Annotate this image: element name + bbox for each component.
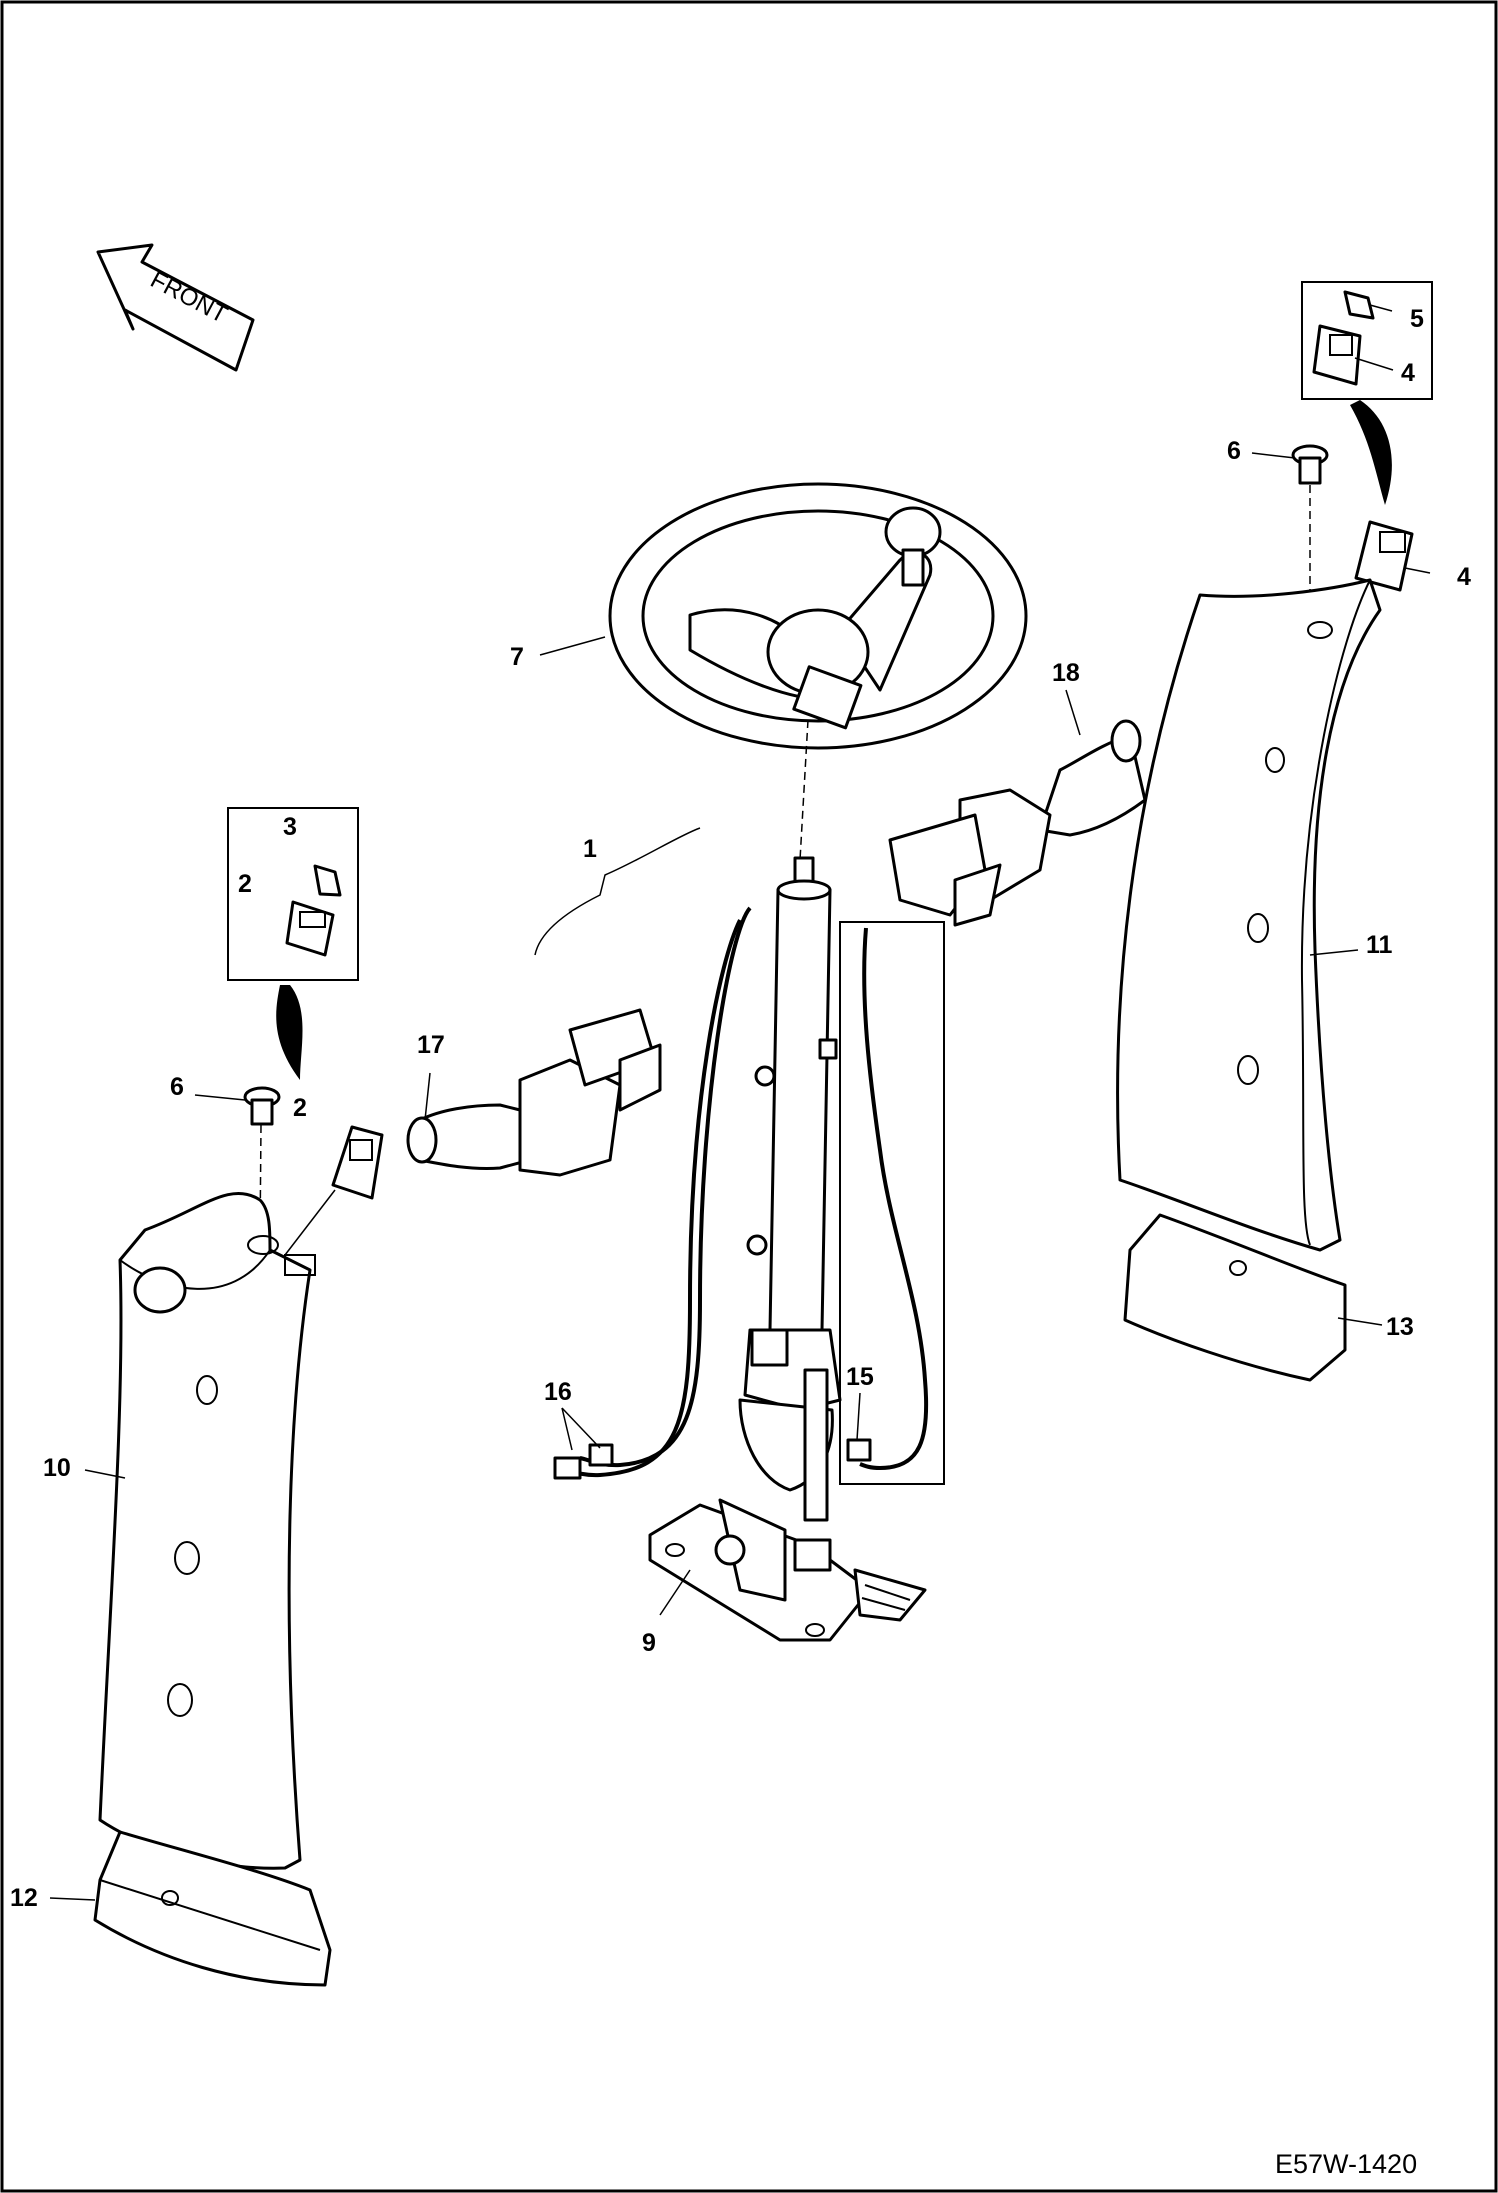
pointer-arrow-left xyxy=(276,985,303,1080)
rocker-switch-left-inset xyxy=(285,864,342,957)
callout-12: 12 xyxy=(10,1884,38,1912)
callout-6-right: 6 xyxy=(1227,437,1241,465)
column-cover-right xyxy=(1116,578,1382,1252)
steering-wheel xyxy=(608,482,1028,750)
steering-column xyxy=(648,856,927,1642)
rocker-switch-right-inset xyxy=(1312,290,1375,386)
callout-4: 4 xyxy=(1457,563,1471,591)
rocker-switch-right xyxy=(1354,520,1414,592)
callout-9: 9 xyxy=(642,1629,656,1657)
callout-18: 18 xyxy=(1052,659,1080,687)
combination-lever-left xyxy=(406,1008,662,1177)
column-cover-left xyxy=(98,1191,316,1870)
assembly-bracket-1 xyxy=(534,827,701,956)
callout-5: 5 xyxy=(1410,305,1424,333)
callout-2: 2 xyxy=(293,1094,307,1122)
callout-10: 10 xyxy=(43,1454,71,1482)
callout-6-left: 6 xyxy=(170,1073,184,1101)
switch-left-line xyxy=(284,1189,336,1256)
cover-base-left xyxy=(93,1830,332,1987)
harness-box xyxy=(839,921,945,1485)
callout-7: 7 xyxy=(510,643,524,671)
leader-lines xyxy=(49,304,1431,1901)
callout-15: 15 xyxy=(846,1363,874,1391)
wheel-shaft-line xyxy=(799,719,809,861)
wiring-harness-left xyxy=(553,906,752,1480)
callout-13: 13 xyxy=(1386,1313,1414,1341)
callout-2-inset: 2 xyxy=(238,870,252,898)
rocker-switch-left xyxy=(331,1125,384,1200)
callout-3: 3 xyxy=(283,813,297,841)
callout-4-inset: 4 xyxy=(1401,359,1415,387)
callout-1: 1 xyxy=(583,835,597,863)
callout-16: 16 xyxy=(544,1378,572,1406)
drawing-code: E57W-1420 xyxy=(1275,2149,1417,2179)
callout-17: 17 xyxy=(417,1031,445,1059)
inset-box-left xyxy=(227,807,359,981)
inset-box-right xyxy=(1301,281,1433,400)
cover-base-right xyxy=(1123,1213,1347,1382)
wiring-harness-right xyxy=(846,927,929,1471)
combination-lever-right xyxy=(888,719,1147,927)
callout-11: 11 xyxy=(1366,931,1393,959)
plug-left xyxy=(243,1086,281,1126)
front-arrow-icon: FRONT xyxy=(96,243,255,372)
plug-right xyxy=(1291,444,1329,485)
pointer-arrow-right xyxy=(1350,400,1392,505)
